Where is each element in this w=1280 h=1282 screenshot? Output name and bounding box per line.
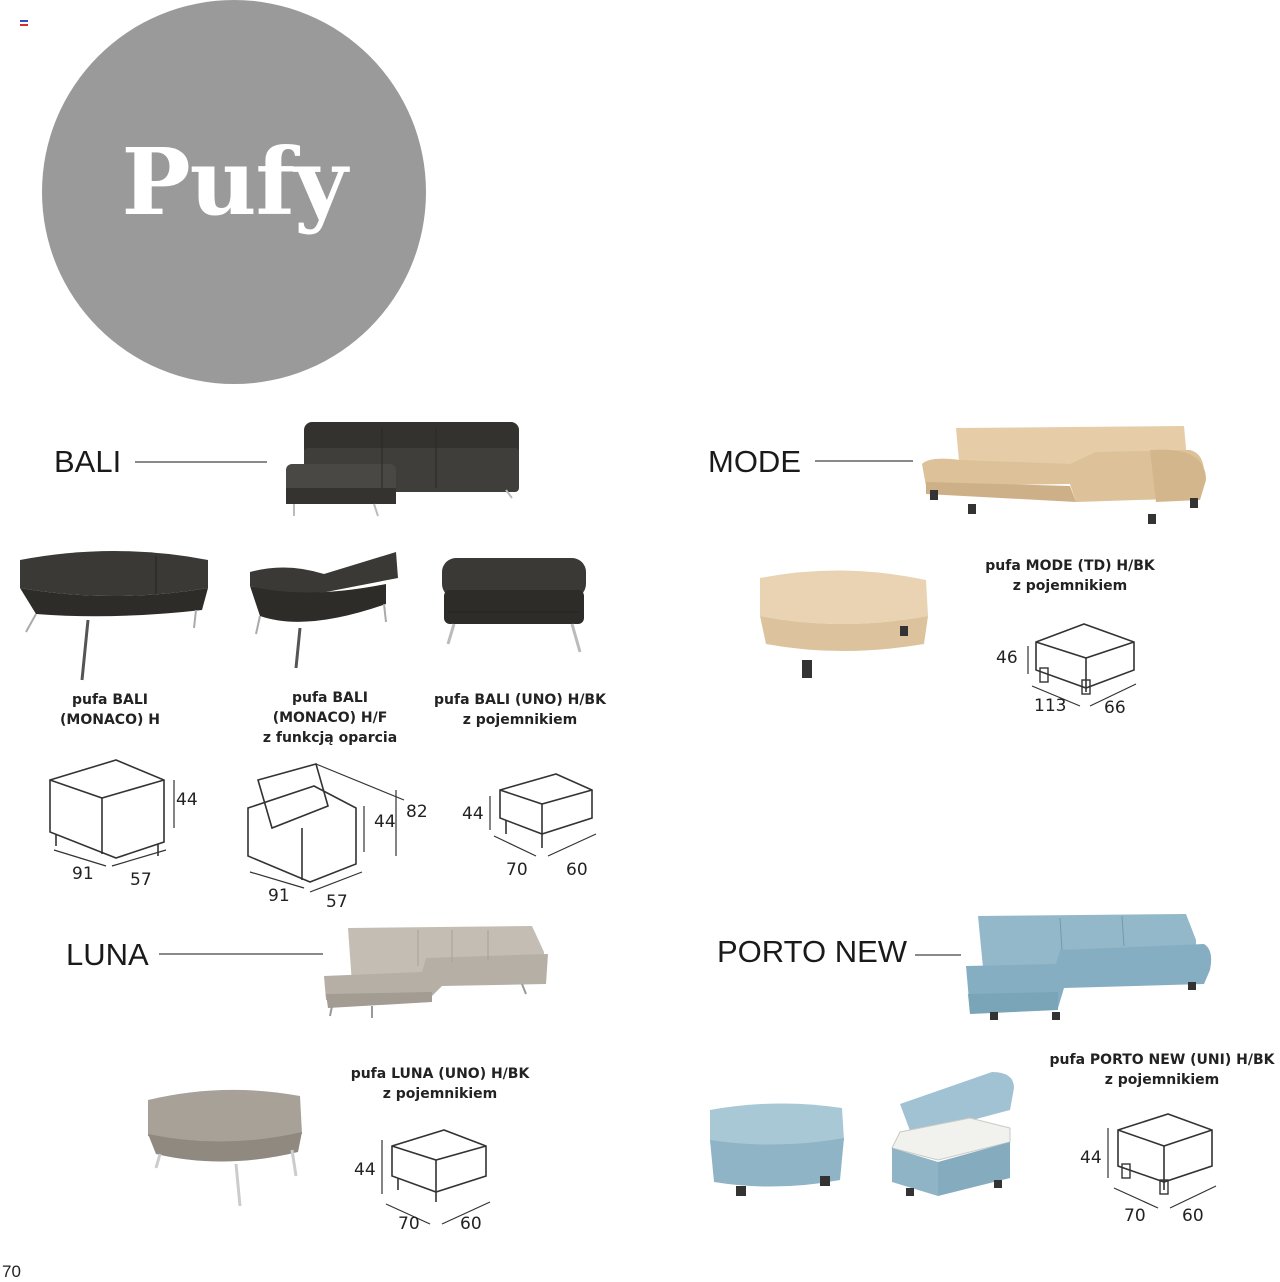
dimension-diagram-mode-td xyxy=(1027,623,1137,707)
section-title-porto-new: PORTO NEW xyxy=(717,934,908,969)
dim-width: 113 xyxy=(1034,696,1067,716)
caption-bali-monaco-h: pufa BALI (MONACO) H xyxy=(60,692,160,728)
dim-height: 46 xyxy=(996,648,1018,668)
luna-uno-image xyxy=(148,1089,302,1207)
section-title-bali: BALI xyxy=(54,444,122,479)
dim-width: 70 xyxy=(1124,1206,1146,1226)
section-divider xyxy=(815,460,913,462)
dim-height: 44 xyxy=(374,812,396,832)
caption-mode-td: pufa MODE (TD) H/BK z pojemnikiem xyxy=(985,558,1155,594)
dim-height: 44 xyxy=(1080,1148,1102,1168)
dimension-diagram-porto-new-uni xyxy=(1107,1113,1217,1209)
dim-height: 44 xyxy=(354,1160,376,1180)
caption-porto-new-uni: pufa PORTO NEW (UNI) H/BK z pojemnikiem xyxy=(1049,1052,1275,1088)
caption-bali-monaco-hf: pufa BALI (MONACO) H/F z funkcją oparcia xyxy=(262,690,398,746)
section-divider xyxy=(159,953,323,955)
caption-bali-uno: pufa BALI (UNO) H/BK z pojemnikiem xyxy=(434,692,606,728)
bali-sofa-image xyxy=(286,422,519,517)
bali-uno-image xyxy=(442,558,586,653)
mode-sofa-image xyxy=(922,426,1206,524)
title-circle xyxy=(42,0,426,384)
page-number: 70 xyxy=(2,1262,21,1281)
dim-depth: 60 xyxy=(566,860,588,880)
dim-back-height: 82 xyxy=(406,802,428,822)
dim-width: 91 xyxy=(72,864,94,884)
section-title-mode: MODE xyxy=(708,444,801,479)
luna-sofa-image xyxy=(324,926,548,1018)
porto-new-uni-image xyxy=(710,1103,844,1196)
dim-depth: 66 xyxy=(1104,698,1126,718)
dimension-diagram-bali-monaco-h xyxy=(49,759,175,867)
dim-width: 91 xyxy=(268,886,290,906)
dimension-diagram-bali-uno xyxy=(489,773,597,857)
dimension-diagram-luna-uno xyxy=(381,1129,491,1225)
dim-depth: 60 xyxy=(460,1214,482,1234)
dim-width: 70 xyxy=(398,1214,420,1234)
flag-icon xyxy=(20,20,28,26)
dim-height: 44 xyxy=(176,790,198,810)
caption-luna-uno: pufa LUNA (UNO) H/BK z pojemnikiem xyxy=(350,1066,530,1102)
section-divider xyxy=(135,461,267,463)
dim-width: 70 xyxy=(506,860,528,880)
bali-monaco-h-image xyxy=(20,551,208,681)
section-divider xyxy=(915,954,961,956)
dim-depth: 57 xyxy=(130,870,152,890)
mode-td-image xyxy=(760,570,928,678)
page-title: Pufy xyxy=(121,128,347,236)
porto-new-sofa-image xyxy=(966,914,1212,1020)
dim-depth: 57 xyxy=(326,892,348,912)
dimension-diagram-bali-monaco-hf xyxy=(247,763,405,893)
bali-monaco-hf-image xyxy=(250,552,398,669)
dim-depth: 60 xyxy=(1182,1206,1204,1226)
dim-height: 44 xyxy=(462,804,484,824)
porto-new-uni-open-image xyxy=(891,1072,1014,1196)
section-title-luna: LUNA xyxy=(66,937,149,972)
